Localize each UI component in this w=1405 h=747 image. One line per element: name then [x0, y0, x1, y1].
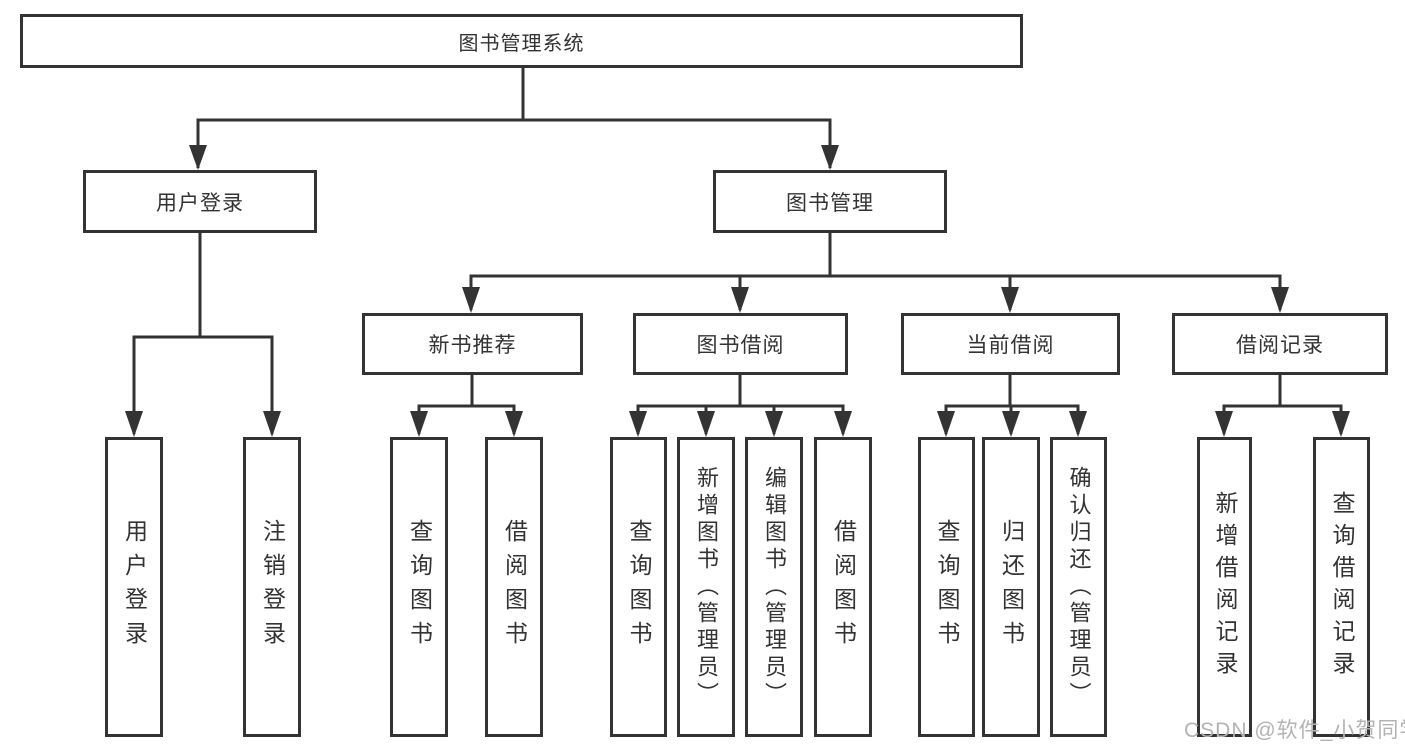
arrowheads-book-borrow-branch — [629, 411, 852, 437]
leaf-logout: 注销登录 — [243, 437, 301, 737]
leaf-add-borrow-record: 新增借阅记录 — [1197, 437, 1252, 737]
connector-book-borrow-branch — [636, 375, 845, 434]
leaf-query-borrow-record: 查询借阅记录 — [1313, 437, 1370, 737]
arrowheads-level2 — [189, 145, 839, 170]
leaf-edit-books-admin: 编辑图书（管理员） — [745, 437, 803, 737]
arrowheads-current-borrow-branch — [937, 411, 1087, 437]
leaf-user-login: 用户登录 — [105, 437, 163, 737]
connector-user-login-branch — [132, 233, 274, 434]
leaf-return-books: 归还图书 — [982, 437, 1040, 737]
csdn-watermark: CSDN @软件_小贺同学 — [1184, 719, 1405, 742]
node-current-borrowing: 当前借阅 — [901, 313, 1120, 375]
leaf-query-books-current: 查询图书 — [918, 437, 975, 737]
node-user-login: 用户登录 — [83, 170, 317, 233]
arrowheads-user-login-branch — [125, 411, 281, 437]
arrowheads-level3 — [462, 287, 1289, 313]
connector-root-to-level2 — [196, 66, 832, 168]
node-borrowing-records: 借阅记录 — [1172, 313, 1388, 375]
leaf-borrow-books: 借阅图书 — [814, 437, 872, 737]
connector-new-book-branch — [417, 375, 516, 434]
node-book-borrowing: 图书借阅 — [633, 313, 848, 375]
arrowheads-new-book-branch — [410, 411, 523, 437]
arrowheads-borrow-records-branch — [1215, 411, 1350, 437]
connector-borrow-records-branch — [1222, 375, 1343, 434]
node-new-book-recommend: 新书推荐 — [362, 313, 583, 375]
connector-book-mgmt-branch — [469, 233, 1282, 310]
leaf-query-books-borrow: 查询图书 — [610, 437, 667, 737]
leaf-confirm-return-admin: 确认归还（管理员） — [1050, 437, 1107, 737]
leaf-query-books-recommend: 查询图书 — [390, 437, 448, 737]
node-book-management: 图书管理 — [713, 170, 947, 233]
node-root-library-system: 图书管理系统 — [20, 14, 1023, 68]
leaf-borrow-books-recommend: 借阅图书 — [485, 437, 543, 737]
leaf-add-books-admin: 新增图书（管理员） — [677, 437, 735, 737]
